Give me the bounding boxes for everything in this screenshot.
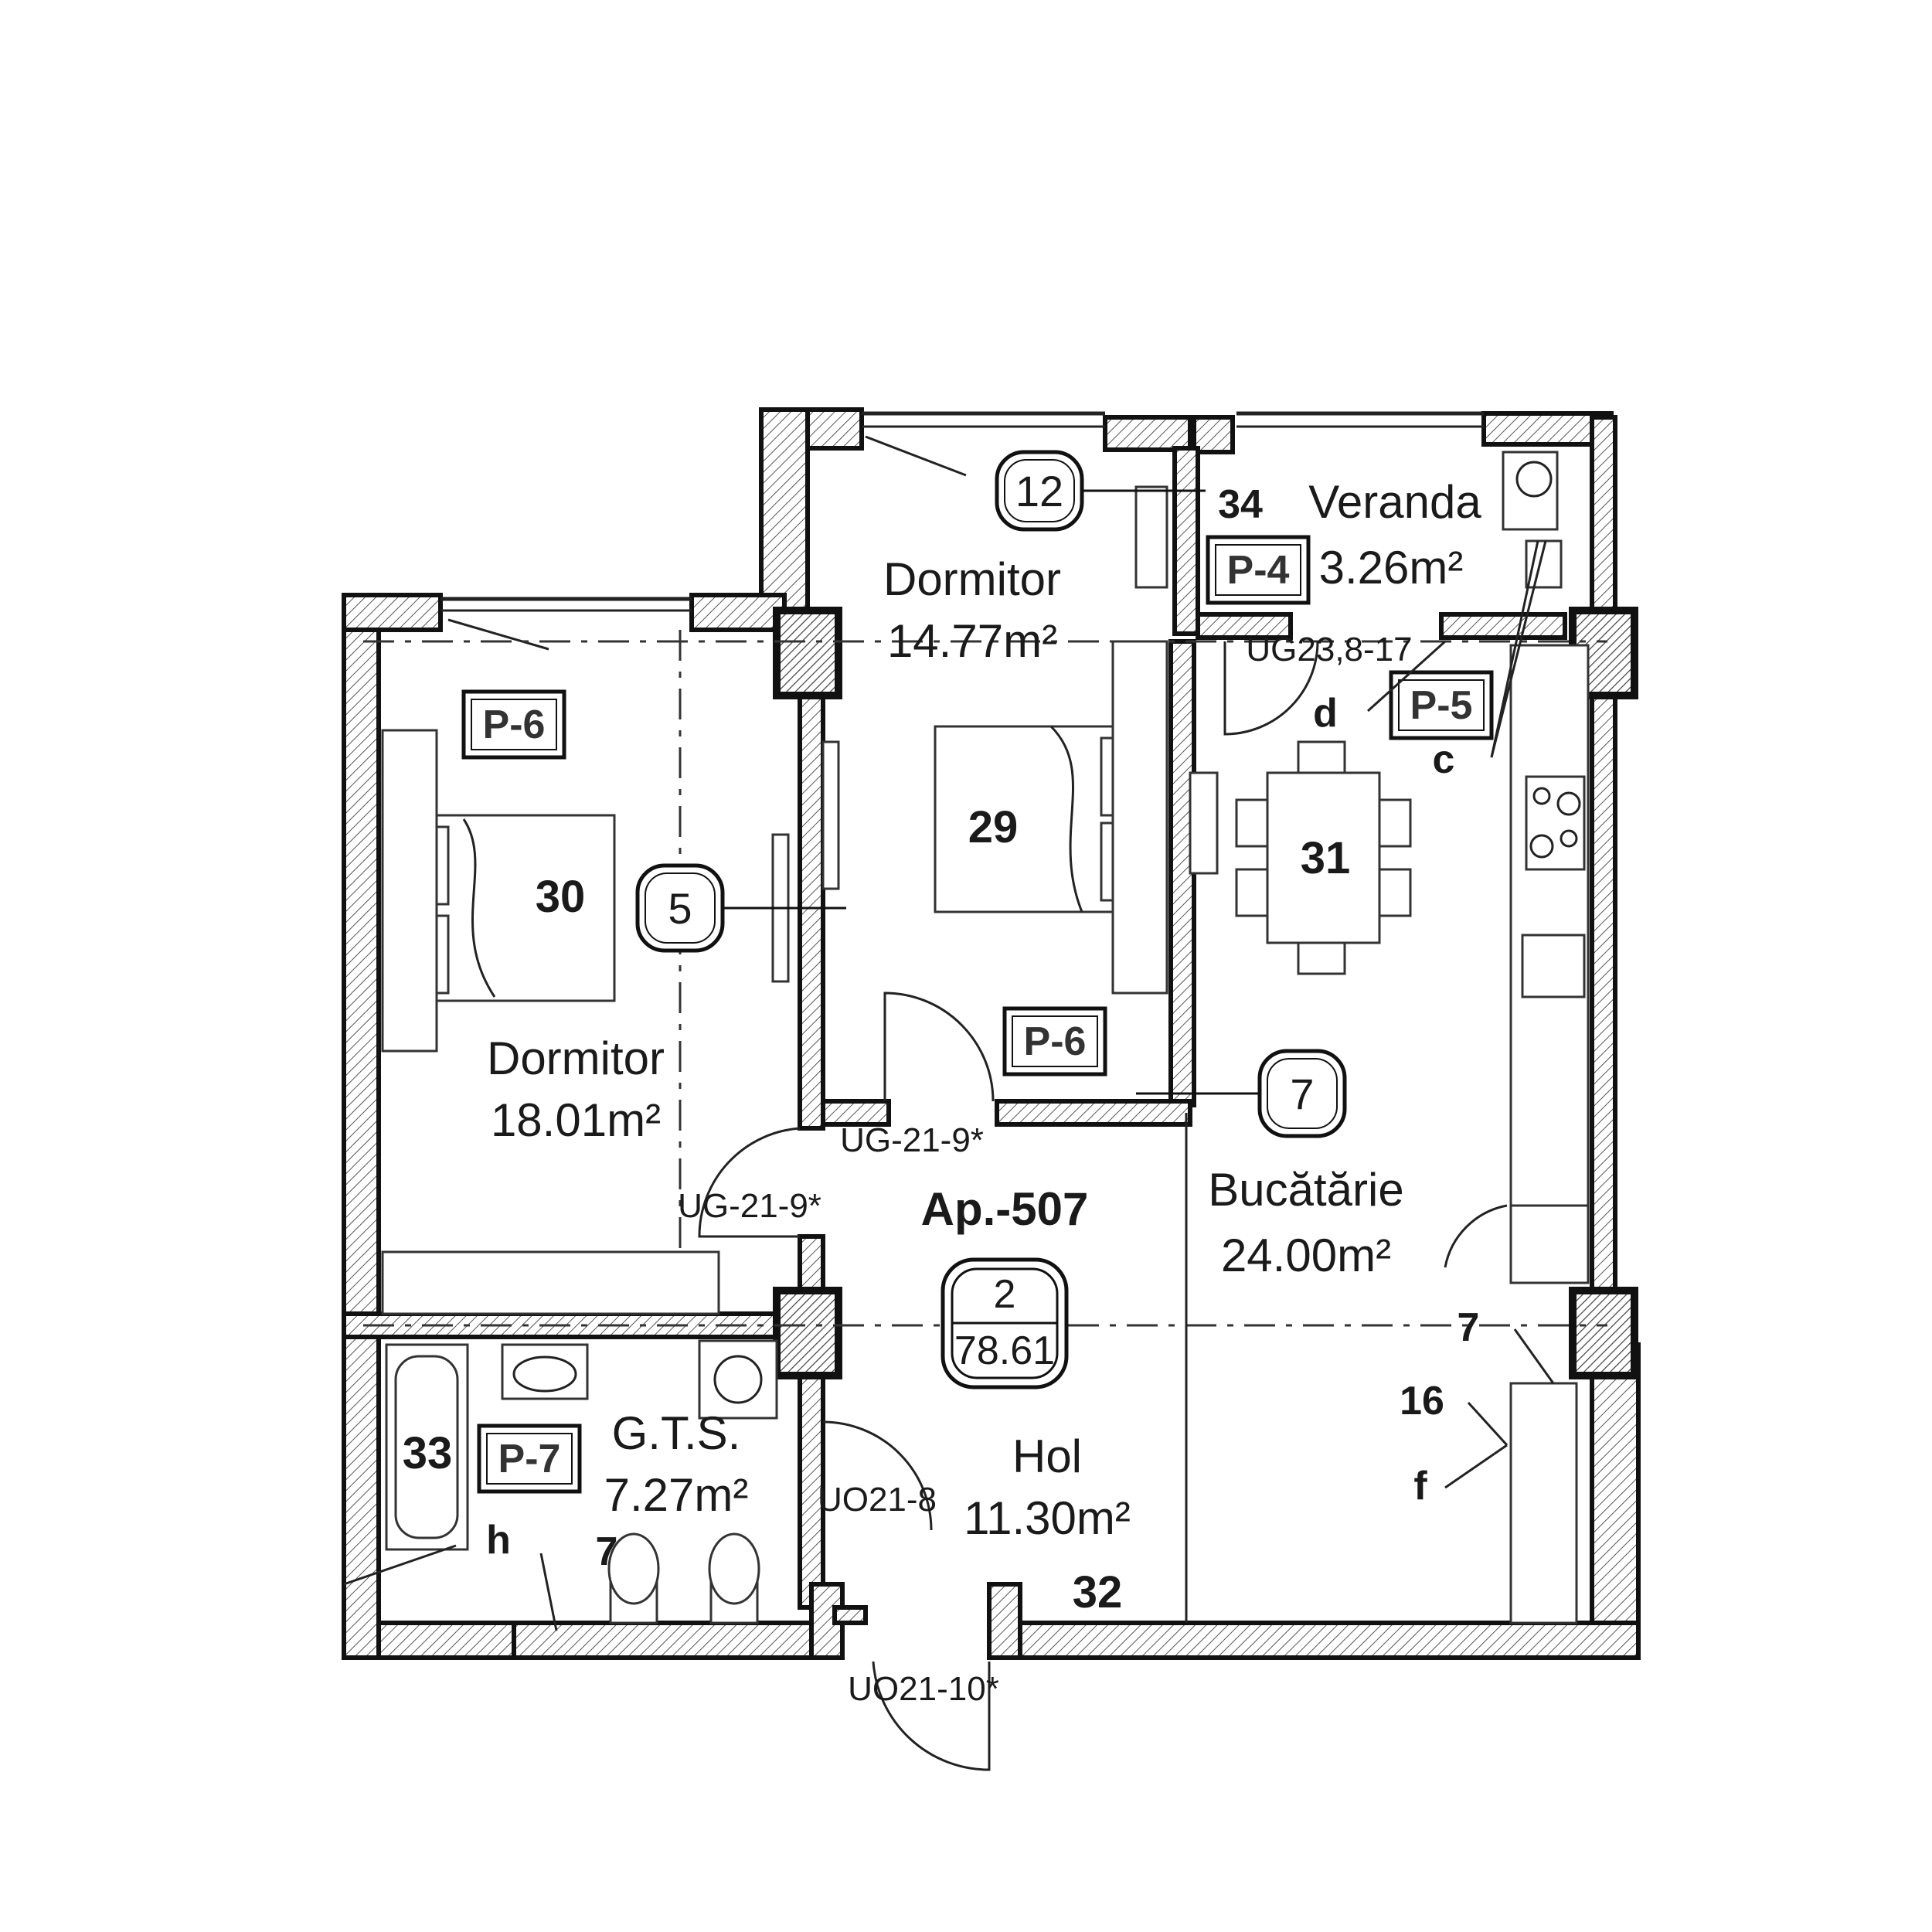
marker-c: c [1433, 737, 1455, 782]
veranda-equipment [1502, 451, 1563, 589]
svg-text:P-6: P-6 [1024, 1019, 1087, 1064]
bathtub [385, 1343, 469, 1551]
door-label-uo21-8: UO21-8 [818, 1481, 937, 1519]
apartment-rooms: 2 [994, 1272, 1016, 1317]
radiator-small [1134, 485, 1168, 589]
room-name-bathroom: G.T.S. [612, 1407, 741, 1459]
svg-text:P-6: P-6 [483, 702, 546, 747]
door-label-ug23: UG23,8-17 [1246, 631, 1412, 668]
room-name-hall: Hol [1012, 1430, 1082, 1482]
room-number-kitchen: 31 [1301, 833, 1351, 883]
svg-text:P-5: P-5 [1410, 683, 1473, 728]
radiator-mid [821, 740, 840, 890]
svg-text:P-7: P-7 [498, 1437, 561, 1481]
boiler [1509, 1382, 1578, 1624]
columns [773, 607, 1638, 1379]
room-area-hall: 11.30m² [964, 1492, 1131, 1544]
marker-f: f [1413, 1464, 1427, 1509]
kitchen-counter [1509, 644, 1590, 1284]
marker-h: h [486, 1518, 511, 1563]
apartment-area: 78.61 [954, 1328, 1055, 1373]
apartment-id: Ap.-507 [921, 1183, 1089, 1235]
door-label-ug-21-9-b: UG-21-9* [678, 1187, 821, 1225]
windows [440, 411, 1484, 651]
marker-7-right: 7 [1458, 1305, 1480, 1350]
marker-7-bath: 7 [596, 1529, 618, 1574]
tag-p4: P-4 [1206, 535, 1311, 605]
axis-lines [363, 630, 1607, 1623]
room-number-bedroom-small: 29 [968, 802, 1019, 852]
bubble-7: 7 [1136, 1049, 1347, 1138]
tag-p7: P-7 [477, 1423, 582, 1494]
room-name-bedroom-small: Dormitor [883, 553, 1061, 605]
washing-machine [698, 1339, 778, 1420]
tag-p5: P-5 [1389, 670, 1494, 740]
room-area-bedroom-large: 18.01m² [491, 1094, 661, 1146]
room-name-bedroom-large: Dormitor [487, 1032, 665, 1084]
tag-p6-mid: P-6 [1002, 1006, 1107, 1077]
sink [501, 1343, 589, 1400]
room-area-bedroom-small: 14.77m² [887, 615, 1057, 667]
room-number-bedroom-large: 30 [536, 872, 586, 922]
door-label-uo21-10: UO21-10* [848, 1670, 999, 1708]
dining-table [1235, 740, 1412, 975]
marker-34: 34 [1218, 482, 1263, 527]
tag-p6-left: P-6 [461, 689, 566, 760]
svg-text:12: 12 [1015, 467, 1063, 515]
marker-16: 16 [1400, 1379, 1444, 1423]
svg-text:5: 5 [668, 884, 692, 933]
toilets [607, 1532, 760, 1624]
room-area-veranda: 3.26m² [1319, 542, 1464, 594]
door-label-ug-21-9-a: UG-21-9* [840, 1121, 984, 1159]
room-area-kitchen: 24.00m² [1221, 1230, 1391, 1281]
built-in-closet [381, 1250, 720, 1315]
bubble-12: 12 [995, 450, 1206, 532]
bubble-5: 5 [635, 863, 846, 953]
svg-text:P-4: P-4 [1227, 548, 1290, 593]
room-number-bathroom: 33 [403, 1428, 453, 1478]
svg-text:7: 7 [1290, 1070, 1314, 1118]
radiator-kitchen [1189, 771, 1219, 875]
wardrobe-small [1111, 640, 1168, 995]
marker-d: d [1313, 691, 1338, 736]
room-name-kitchen: Bucătărie [1208, 1164, 1403, 1216]
room-number-hall: 32 [1073, 1567, 1123, 1617]
door-swings [698, 641, 1508, 1771]
room-name-veranda: Veranda [1308, 476, 1481, 528]
room-area-bathroom: 7.27m² [604, 1469, 749, 1521]
leader-lines [343, 540, 1555, 1631]
wardrobe-left [381, 729, 438, 1053]
